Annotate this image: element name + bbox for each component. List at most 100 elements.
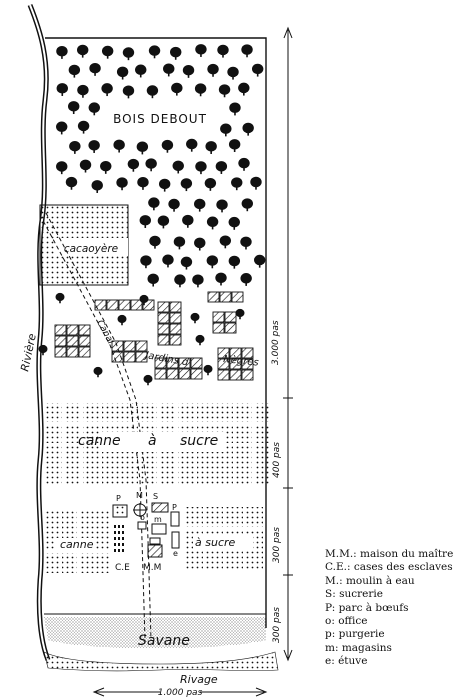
cane-plot: [45, 403, 62, 422]
cane-plot-left: [45, 553, 60, 573]
tree: [242, 122, 254, 136]
hut: [114, 531, 116, 534]
tree: [190, 312, 200, 324]
building-office: [137, 521, 147, 530]
cane-plot: [64, 403, 81, 422]
garden-plot: [66, 335, 79, 347]
legend-item: S: sucrerie: [325, 588, 383, 601]
cane-plot-left: [45, 509, 60, 529]
tree: [216, 199, 228, 213]
garden-plot: [54, 324, 67, 336]
cane-plot: [102, 466, 119, 485]
tree: [228, 139, 241, 153]
cane-plot-right: [245, 551, 263, 571]
tree: [174, 274, 186, 288]
cane-plot: [64, 466, 81, 485]
tree: [253, 254, 266, 268]
label-forest: BOIS DEBOUT: [113, 112, 207, 126]
cane-plot: [235, 466, 252, 485]
tree: [137, 176, 149, 190]
cane-plot-right: [225, 551, 243, 571]
label-distance-bottom: 300 pas: [272, 607, 282, 643]
tree: [206, 255, 219, 269]
cane-plot: [121, 403, 138, 422]
tree: [158, 178, 171, 192]
tree: [217, 44, 229, 58]
code-M: M: [136, 491, 143, 500]
cane-plot-left: [79, 553, 94, 573]
cane-plot-right: [205, 551, 223, 571]
cane-plot-left: [96, 509, 111, 529]
code-S: S: [153, 492, 158, 501]
cane-plot: [83, 424, 100, 443]
hut: [122, 543, 124, 546]
garden-plot: [66, 324, 79, 336]
garden-plot: [217, 358, 230, 370]
cane-plot: [197, 403, 214, 422]
label-distance-top: 3.000 pas: [271, 320, 281, 365]
garden-plot: [78, 335, 91, 347]
hut: [122, 531, 124, 534]
garden-plot: [229, 347, 242, 359]
code-P2: P: [172, 503, 177, 512]
legend-item: M.M.: maison du maître: [325, 548, 454, 560]
tree: [146, 85, 159, 99]
garden-plot: [54, 346, 67, 358]
cane-field-main: [45, 403, 271, 485]
garden-plot: [66, 346, 79, 358]
shore: [43, 651, 279, 672]
garden-plot: [157, 334, 170, 346]
garden-plot: [118, 299, 131, 311]
building-purgery: [170, 511, 180, 527]
garden-plot: [217, 347, 230, 359]
tree: [135, 64, 147, 78]
tree: [173, 236, 186, 250]
label-cane-2: à: [148, 433, 157, 449]
legend-item: M.: moulin à eau: [325, 574, 415, 587]
garden-plot: [78, 346, 91, 358]
cane-plot: [254, 403, 271, 422]
cane-plot-right: [225, 507, 243, 527]
tree: [148, 45, 161, 59]
cane-plot: [45, 445, 62, 464]
hut: [122, 549, 124, 552]
tree: [69, 140, 81, 154]
garden-plot: [217, 369, 230, 381]
hut: [118, 549, 120, 552]
cane-plot: [235, 424, 252, 443]
cane-plot: [64, 424, 81, 443]
tree: [140, 255, 152, 269]
garden-plot: [169, 334, 182, 346]
label-distance-bottom-horizontal: 1.000 pas: [158, 688, 203, 698]
garden-plot: [157, 323, 170, 335]
building-ox-park: [112, 504, 128, 518]
forest-trees: [56, 44, 266, 288]
cane-plot-left: [96, 553, 111, 573]
label-cane-right: à sucre: [195, 536, 236, 549]
cane-fields-lower: [45, 507, 263, 573]
cane-plot: [254, 466, 271, 485]
tree: [250, 176, 262, 190]
garden-plot: [123, 351, 136, 363]
tree: [117, 314, 127, 326]
garden-plot: [111, 340, 124, 352]
tree: [116, 177, 128, 191]
label-cocoa: cacaoyère: [64, 243, 118, 255]
code-CE: C.E: [115, 563, 130, 573]
cane-plot: [178, 403, 195, 422]
cane-plot: [64, 445, 81, 464]
garden-plot: [224, 311, 237, 323]
tree: [240, 236, 252, 250]
label-shore: Rivage: [180, 673, 218, 686]
garden-plot: [130, 299, 143, 311]
hut: [114, 549, 116, 552]
cane-plot: [254, 424, 271, 443]
tree: [56, 161, 68, 175]
hut: [118, 525, 120, 528]
tree: [228, 255, 241, 269]
code-MM: M.M: [143, 563, 161, 573]
tree: [143, 374, 153, 386]
garden-plot: [241, 358, 254, 370]
tree: [101, 83, 113, 97]
